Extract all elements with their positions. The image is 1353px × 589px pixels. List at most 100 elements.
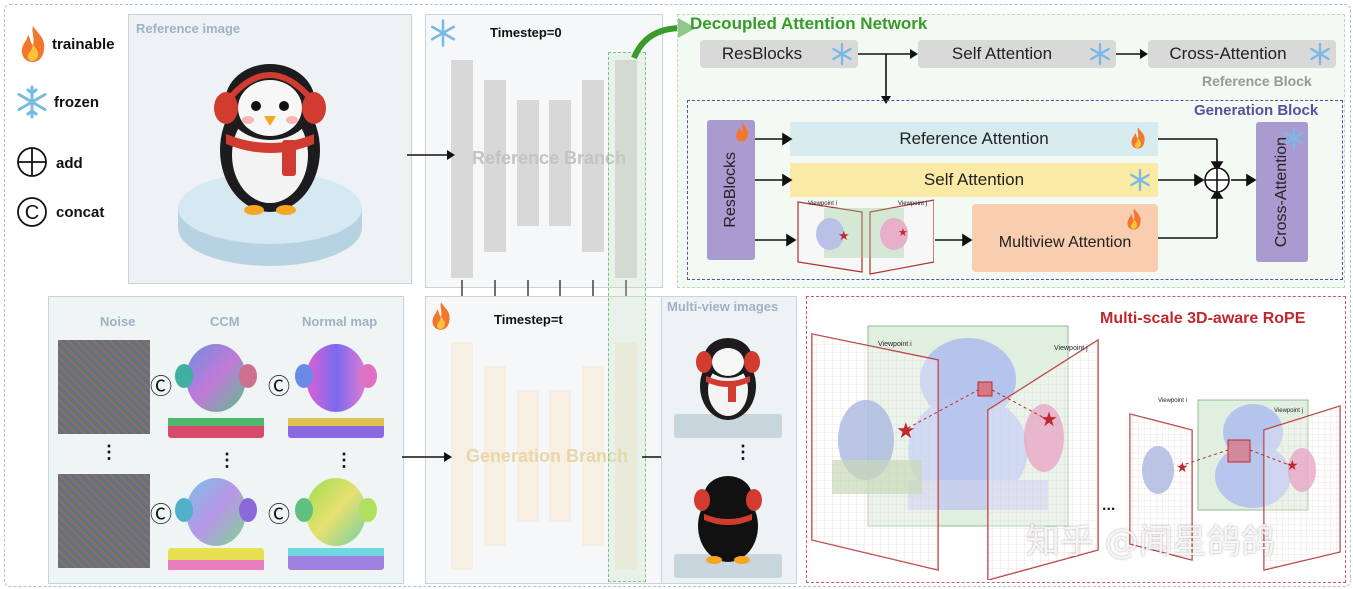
concat-symbol: Ⓒ bbox=[268, 374, 291, 399]
normal-map-image bbox=[288, 344, 384, 438]
viewpoint-j-small-label: Viewpoint j bbox=[898, 201, 927, 207]
normal-map-image bbox=[288, 478, 384, 570]
timestep-0-label: Timestep=0 bbox=[490, 25, 562, 40]
unet-block bbox=[484, 366, 506, 546]
gen-resblocks-label: ResBlocks bbox=[722, 152, 739, 228]
gen-self-attention-box: Self Attention bbox=[790, 163, 1158, 197]
flame-icon bbox=[736, 122, 748, 142]
penguin-view-image bbox=[674, 476, 782, 578]
ccm-label: CCM bbox=[210, 314, 240, 329]
self-attention-label: Self Attention bbox=[951, 44, 1053, 63]
svg-text:★: ★ bbox=[896, 418, 916, 443]
gen-cross-attention-label: Cross-Attention bbox=[1273, 136, 1290, 248]
rope-small-viewpoint-i-label: Viewpoint i bbox=[1158, 398, 1187, 404]
concat-symbol: Ⓒ bbox=[150, 374, 173, 399]
generation-block-label: Generation Block bbox=[1194, 102, 1319, 119]
svg-text:★: ★ bbox=[898, 227, 908, 239]
penguin-reference-image bbox=[178, 64, 362, 266]
reference-branch-label: Reference Branch bbox=[472, 148, 627, 168]
rope-viewpoint-i-label: Viewpoint i bbox=[878, 341, 912, 348]
svg-text:★: ★ bbox=[838, 228, 850, 243]
ellipsis: ⋮ bbox=[218, 450, 236, 470]
rope-viewpoint-j-label: Viewpoint j bbox=[1054, 345, 1088, 352]
gen-self-attention-label: Self Attention bbox=[923, 170, 1025, 189]
snowflake-icon bbox=[1090, 42, 1110, 66]
svg-text:★: ★ bbox=[1040, 409, 1058, 431]
gen-resblocks-box: ResBlocks bbox=[707, 120, 755, 260]
reference-block-label: Reference Block bbox=[1202, 73, 1312, 89]
cross-attention-box: Cross-Attention bbox=[1148, 40, 1336, 68]
ccm-image bbox=[168, 344, 264, 438]
ellipsis: ⋮ bbox=[100, 442, 118, 462]
ellipsis: ⋮ bbox=[734, 442, 752, 462]
rope-small-viewpoint-j-label: Viewpoint j bbox=[1274, 408, 1303, 414]
snowflake-icon bbox=[17, 85, 47, 119]
multiview-attention-label: Multiview Attention bbox=[998, 234, 1132, 251]
legend-concat-label: concat bbox=[56, 204, 105, 221]
generation-block-arrows bbox=[755, 132, 1257, 247]
snowflake-icon bbox=[1284, 126, 1304, 150]
arrow bbox=[402, 452, 452, 462]
self-attention-box: Self Attention bbox=[918, 40, 1116, 68]
flame-icon bbox=[1131, 127, 1145, 149]
highlight-column bbox=[608, 52, 646, 582]
legend-trainable-label: trainable bbox=[52, 36, 115, 53]
ellipsis: ⋮ bbox=[335, 450, 353, 470]
resblocks-label: ResBlocks bbox=[721, 44, 803, 63]
snowflake-icon bbox=[1130, 168, 1150, 192]
unet-block bbox=[549, 390, 571, 522]
flame-icon bbox=[432, 302, 450, 330]
arrow bbox=[407, 150, 455, 160]
gen-cross-attention-box: Cross-Attention bbox=[1256, 122, 1308, 262]
unet-block bbox=[582, 80, 604, 252]
concat-icon: C bbox=[17, 197, 47, 227]
reference-attention-box: Reference Attention bbox=[790, 122, 1158, 156]
concat-symbol: Ⓒ bbox=[150, 502, 173, 527]
legend: trainable frozen add C concat bbox=[12, 18, 127, 233]
flame-icon bbox=[21, 26, 45, 62]
rope-dots: ... bbox=[1102, 497, 1115, 514]
reference-attention-label: Reference Attention bbox=[899, 129, 1049, 148]
timestep-t-label: Timestep=t bbox=[494, 312, 563, 327]
unet-block bbox=[615, 342, 637, 570]
concat-symbol: Ⓒ bbox=[268, 502, 291, 527]
generation-block-frame bbox=[687, 100, 1343, 280]
snowflake-icon bbox=[430, 19, 456, 47]
unet-block bbox=[517, 100, 539, 226]
unet-block bbox=[549, 100, 571, 226]
unet-block bbox=[484, 80, 506, 252]
unet-block bbox=[451, 342, 473, 570]
ccm-image bbox=[168, 478, 264, 570]
rope-illustration: ★ ★ Viewpoint i Viewpoint j ... ★ ★ View… bbox=[811, 325, 1341, 580]
viewpoint-planes-small: ★ ★ Viewpoint i Viewpoint j bbox=[797, 199, 934, 275]
flame-icon bbox=[1127, 208, 1141, 230]
snowflake-icon bbox=[1310, 42, 1330, 66]
reference-image-label: Reference image bbox=[136, 21, 241, 36]
watermark: 知乎 @闻星鸽鸽 bbox=[1026, 522, 1275, 562]
resblocks-box: ResBlocks bbox=[700, 40, 858, 68]
unet-block bbox=[582, 366, 604, 546]
svg-text:★: ★ bbox=[1286, 457, 1299, 473]
unet-block bbox=[615, 60, 637, 278]
multiview-label: Multi-view images bbox=[667, 299, 779, 314]
multiview-attention-box: Multiview Attention bbox=[972, 204, 1158, 272]
unet-block bbox=[517, 390, 539, 522]
noise-image bbox=[58, 474, 150, 568]
viewpoint-i-small-label: Viewpoint i bbox=[808, 201, 837, 207]
normal-map-label: Normal map bbox=[302, 314, 378, 329]
snowflake-icon bbox=[832, 42, 852, 66]
rope-title: Multi-scale 3D-aware RoPE bbox=[1100, 310, 1306, 327]
reference-block-arrows bbox=[858, 49, 1148, 104]
noise-label: Noise bbox=[100, 314, 136, 329]
rope-frame bbox=[806, 296, 1346, 583]
add-icon bbox=[17, 147, 47, 177]
svg-text:C: C bbox=[25, 202, 39, 224]
decoupled-attention-title: Decoupled Attention Network bbox=[690, 14, 928, 33]
legend-add-label: add bbox=[56, 155, 83, 172]
noise-image bbox=[58, 340, 150, 434]
svg-text:★: ★ bbox=[1176, 459, 1189, 475]
unet-block bbox=[451, 60, 473, 278]
outer-frame bbox=[4, 4, 1351, 587]
cross-attention-label: Cross-Attention bbox=[1169, 44, 1287, 63]
penguin-view-image bbox=[674, 338, 782, 438]
